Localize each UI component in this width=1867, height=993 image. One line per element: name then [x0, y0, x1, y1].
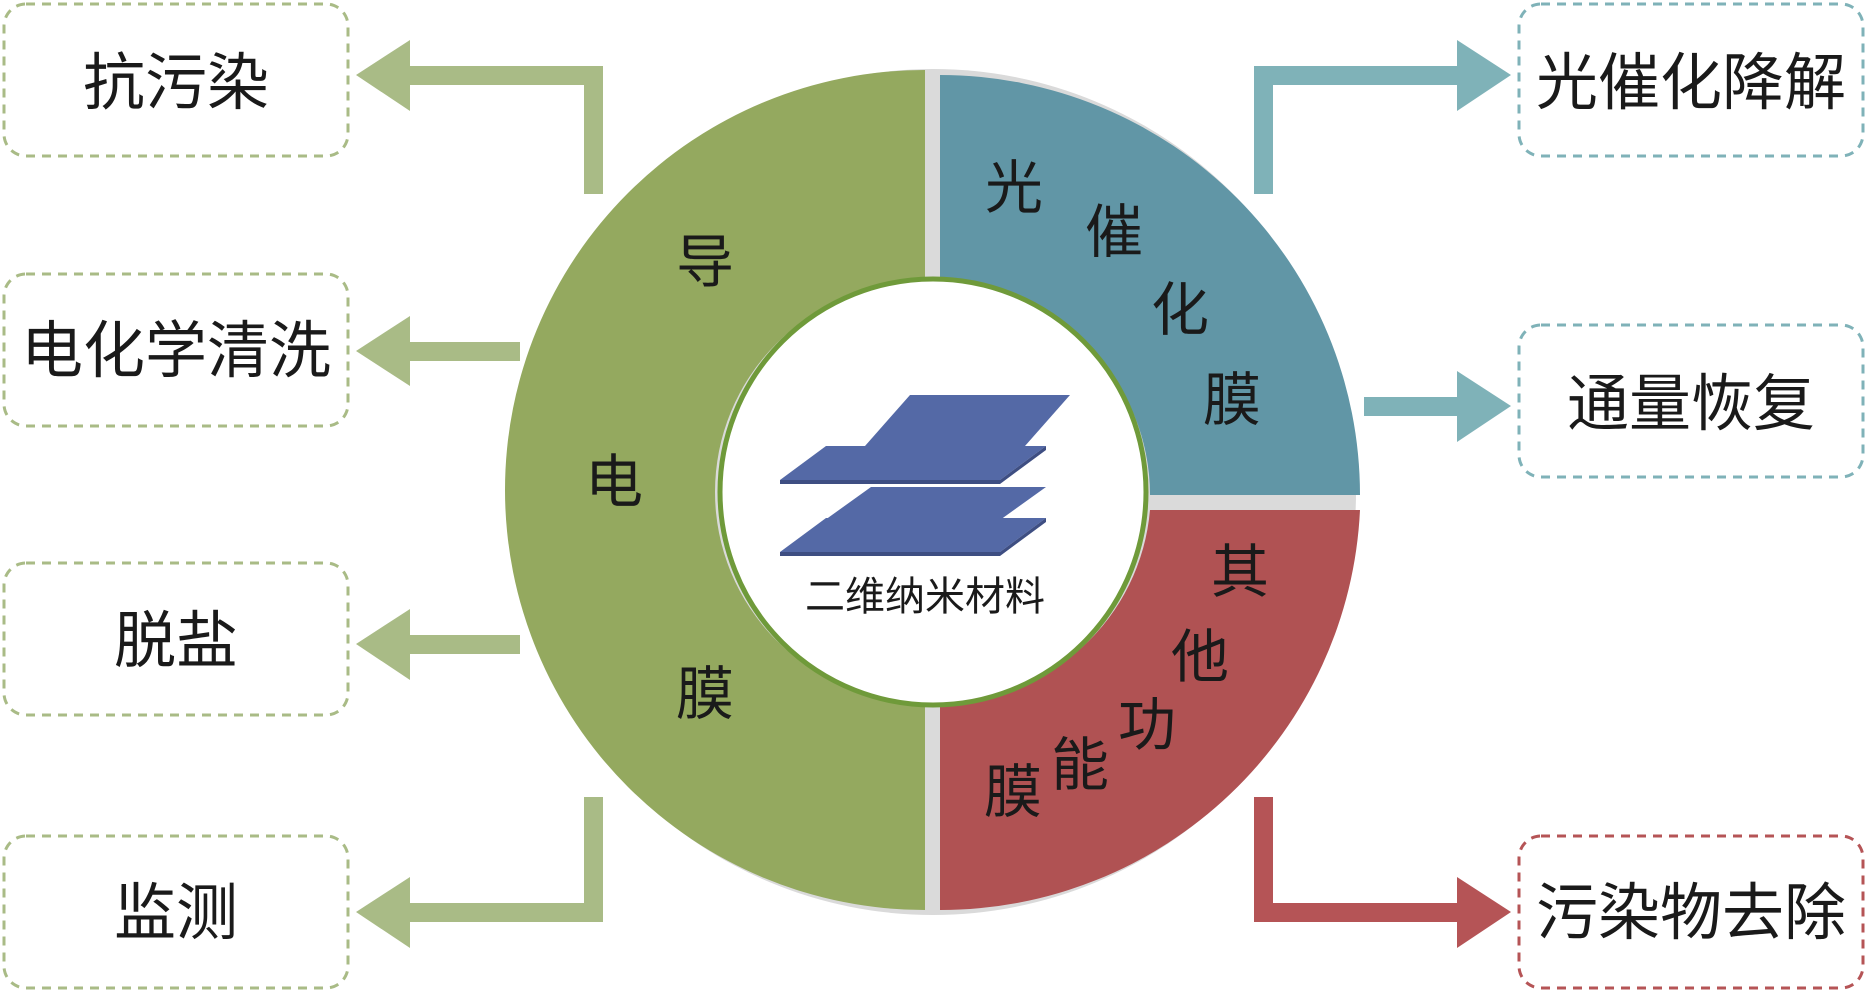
conductive-char-2: 电	[585, 448, 643, 516]
segment-photocatalytic-membrane	[940, 75, 1360, 495]
arrow-to-desalination	[356, 609, 520, 680]
photocatalytic-char-4: 膜	[1203, 366, 1261, 434]
right-box-pollutant-removal: 污染物去除	[1517, 834, 1865, 990]
right-box-pollutant-removal-label: 污染物去除	[1536, 876, 1846, 949]
left-box-electrochemical-cleaning: 电化学清洗	[2, 272, 350, 428]
left-box-desalination: 脱盐	[2, 561, 350, 717]
photocatalytic-char-1: 光	[985, 154, 1043, 222]
right-box-flux-recovery: 通量恢复	[1517, 323, 1865, 479]
left-box-monitoring: 监测	[2, 834, 350, 990]
other-char-2: 他	[1171, 623, 1229, 691]
left-box-antifouling-label: 抗污染	[83, 46, 269, 119]
other-char-4: 能	[1051, 731, 1109, 799]
right-box-photocatalytic-degradation-label: 光催化降解	[1536, 46, 1846, 119]
arrow-to-monitoring	[356, 797, 603, 948]
left-box-electrochemical-cleaning-label: 电化学清洗	[21, 314, 331, 387]
arrow-to-pollutant-removal	[1254, 797, 1511, 948]
right-box-flux-recovery-label: 通量恢复	[1567, 367, 1815, 440]
conductive-char-1: 导	[676, 228, 734, 296]
other-char-1: 其	[1211, 538, 1269, 606]
other-char-3: 功	[1118, 691, 1176, 759]
other-char-5: 膜	[984, 758, 1042, 826]
nanosheet-stack-icon	[780, 395, 1070, 556]
center-label: 二维纳米材料	[805, 574, 1045, 620]
photocatalytic-char-2: 催	[1085, 198, 1143, 266]
left-box-antifouling: 抗污染	[2, 2, 350, 158]
arrow-to-electrochemical-cleaning	[356, 316, 520, 386]
photocatalytic-char-3: 化	[1151, 276, 1209, 344]
left-box-desalination-label: 脱盐	[114, 604, 238, 677]
conductive-char-3: 膜	[676, 660, 734, 728]
segment-other-functional-membrane	[940, 510, 1360, 911]
arrow-to-antifouling	[356, 40, 603, 194]
left-box-monitoring-label: 监测	[114, 876, 238, 949]
arrow-to-flux-recovery	[1364, 371, 1511, 442]
arrow-to-photocatalytic-degradation	[1254, 40, 1511, 194]
segment-conductive-membrane	[505, 70, 925, 910]
right-box-photocatalytic-degradation: 光催化降解	[1517, 2, 1865, 158]
